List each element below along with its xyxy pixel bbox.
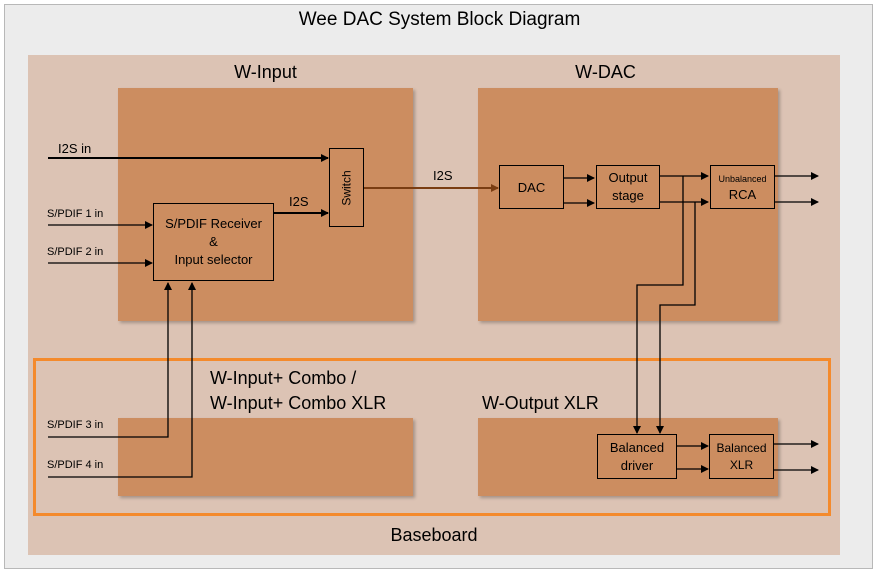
w-input-label: W-Input: [234, 62, 297, 82]
w-dac-label: W-DAC: [575, 62, 636, 82]
combo-boards-highlight-frame: [33, 358, 831, 516]
balanced-xlr-label-line2: XLR: [729, 457, 754, 472]
w-input-plus-label-line1: W-Input+ Combo /: [210, 368, 357, 388]
balanced-xlr-box: Balanced XLR: [709, 434, 774, 479]
spdif-1-label: S/PDIF 1 in: [47, 208, 104, 220]
i2s-in-label: I2S in: [58, 141, 92, 156]
spdif-receiver-label-line1: S/PDIF Receiver: [165, 216, 262, 231]
balanced-driver-box: Balanced driver: [597, 434, 677, 479]
balanced-driver-label-line2: driver: [620, 457, 654, 473]
w-input-plus-label-line2: W-Input+ Combo XLR: [210, 393, 387, 413]
spdif-2-label: S/PDIF 2 in: [47, 246, 104, 258]
unbalanced-rca-label-line1: Unbalanced: [718, 174, 767, 184]
receiver-i2s-label: I2S: [289, 194, 309, 209]
spdif-receiver-label-line2: &: [209, 234, 218, 249]
spdif-receiver-label-line3: Input selector: [174, 252, 253, 267]
spdif-3-label: S/PDIF 3 in: [47, 419, 104, 431]
baseboard-label: Baseboard: [390, 525, 478, 545]
diagram-title: Wee DAC System Block Diagram: [298, 9, 581, 30]
w-output-xlr-label: W-Output XLR: [482, 393, 599, 413]
unbalanced-rca-box: Unbalanced RCA: [710, 165, 775, 209]
dac-i2s-label: I2S: [433, 168, 453, 183]
output-stage-label-line2: stage: [612, 188, 644, 203]
output-stage-box: Output stage: [596, 165, 660, 209]
spdif-receiver-box: S/PDIF Receiver & Input selector: [153, 203, 274, 281]
w-input-plus-module: [118, 418, 413, 496]
dac-label: DAC: [517, 179, 546, 195]
output-to-driver-wire-2: [656, 202, 696, 434]
balanced-driver-label-line1: Balanced: [609, 439, 665, 455]
switch-label: Switch: [339, 169, 354, 206]
dac-box: DAC: [499, 165, 564, 209]
spdif-4-label: S/PDIF 4 in: [47, 459, 104, 471]
output-to-driver-wire-1: [633, 176, 684, 434]
spdif-4-wire: [48, 282, 196, 478]
balanced-xlr-label-line1: Balanced: [716, 440, 767, 455]
unbalanced-rca-label-line2: RCA: [728, 187, 757, 202]
switch-box: Switch: [329, 148, 364, 227]
spdif-3-wire: [48, 282, 172, 438]
output-stage-label-line1: Output: [608, 170, 648, 185]
